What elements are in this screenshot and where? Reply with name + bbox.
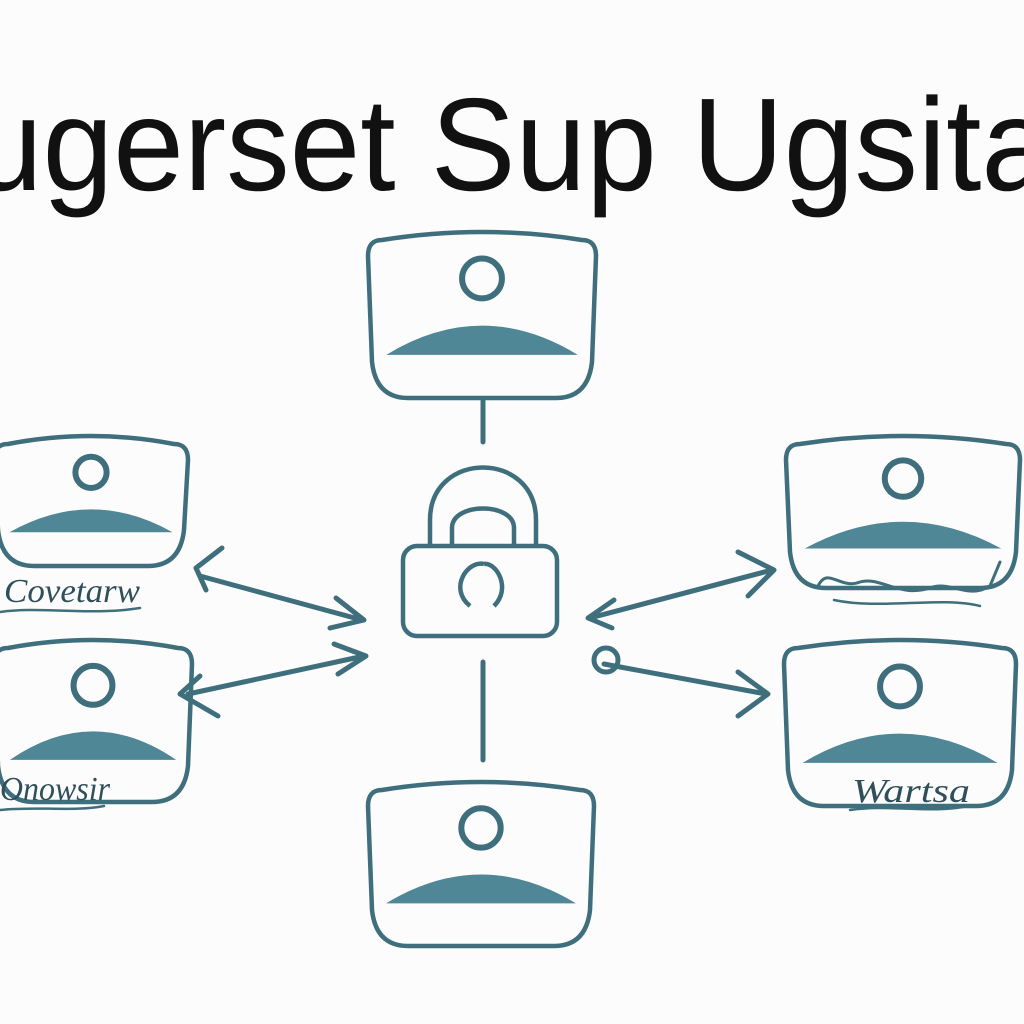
monitor-frame-left-upper — [0, 433, 191, 569]
node-label-left-upper: Covetarw — [4, 573, 140, 610]
node-label-left-lower: Onowsir — [0, 771, 111, 808]
user-avatar-body — [386, 325, 578, 355]
user-avatar-body — [802, 733, 998, 763]
user-avatar-icon — [72, 453, 110, 491]
monitor-frame-bottom — [365, 779, 597, 949]
user-avatar-body — [386, 874, 576, 904]
user-avatar-body — [9, 731, 177, 760]
user-avatar-body — [804, 521, 1002, 549]
user-node-left-lower — [0, 637, 195, 805]
label-underline-right-lower — [848, 804, 970, 812]
user-node-top — [365, 229, 599, 401]
user-avatar-icon — [70, 662, 116, 708]
user-avatar-icon — [877, 663, 923, 710]
arrow-left-lower — [177, 641, 369, 719]
arrow-left-upper — [193, 545, 367, 631]
label-scribble-right-upper — [816, 560, 1002, 608]
user-avatar-icon — [458, 805, 504, 851]
monitor-frame-right-lower — [781, 637, 1019, 809]
user-avatar-body — [9, 509, 173, 533]
user-node-bottom — [365, 779, 597, 949]
user-node-left-upper — [0, 433, 191, 569]
monitor-frame-right-upper — [783, 433, 1023, 591]
padlock-icon — [400, 465, 560, 639]
label-underline-left-upper — [0, 606, 142, 614]
monitor-frame-top — [365, 229, 599, 401]
user-avatar-icon — [881, 457, 925, 500]
label-underline-left-lower — [0, 804, 106, 812]
diagram-title: ugerset Sup Ugsita — [0, 71, 1024, 218]
arrow-right-upper — [585, 549, 777, 631]
monitor-frame-left-lower — [0, 637, 195, 805]
user-node-right-upper — [783, 433, 1023, 591]
user-avatar-icon — [459, 255, 505, 302]
arrow-right-lower — [591, 645, 771, 719]
user-node-right-lower — [781, 637, 1019, 809]
node-label-right-lower: Wartsa — [852, 773, 970, 810]
